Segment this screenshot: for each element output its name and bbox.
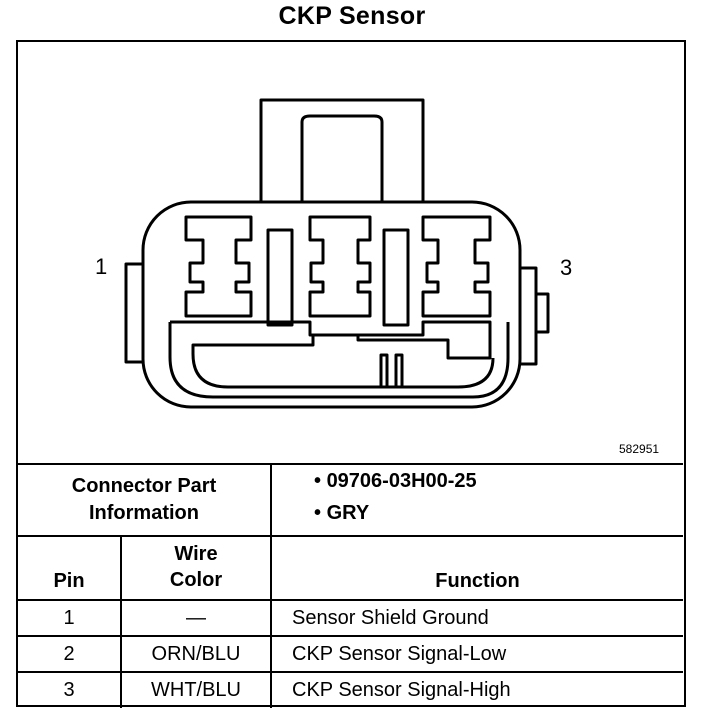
connector-info-item: • 09706-03H00-25 <box>314 470 477 492</box>
right-tab <box>520 266 538 366</box>
lower-channel <box>170 320 495 389</box>
table-header-row: Pin Wire Color Function <box>18 535 683 601</box>
pin-1-label: 1 <box>95 254 108 279</box>
connector-diagram: 1 3 582951 <box>18 42 683 464</box>
table-row: 3 WHT/BLU CKP Sensor Signal-High <box>18 671 683 708</box>
pin-3-label: 3 <box>560 255 573 280</box>
diagram-title: CKP Sensor <box>278 2 426 30</box>
pin-cell: 1 <box>18 599 122 637</box>
connector-info-label: Connector Part Information <box>18 463 272 537</box>
connector-info-row: Connector Part Information • 09706-03H00… <box>18 463 683 537</box>
table-row: 1 — Sensor Shield Ground <box>18 599 683 637</box>
connector-info-label-line1: Connector Part <box>71 475 217 497</box>
separator-2 <box>382 228 410 327</box>
wire-color-cell: WHT/BLU <box>120 671 272 708</box>
pin-cavity-2 <box>308 215 372 318</box>
key-slot-2 <box>394 353 404 389</box>
connector-table: Connector Part Information • 09706-03H00… <box>18 463 683 708</box>
pin-cell: 2 <box>18 635 122 673</box>
key-slot-1 <box>379 353 389 389</box>
pin-cavity-3 <box>421 215 492 318</box>
connector-info-label-line2: Information <box>89 502 199 524</box>
separator-1 <box>266 228 294 327</box>
right-nub <box>536 292 550 334</box>
function-cell: CKP Sensor Signal-High <box>270 671 683 708</box>
wire-color-cell: ORN/BLU <box>120 635 272 673</box>
latch-inner <box>300 114 384 202</box>
connector-drawing <box>124 98 550 409</box>
wire-color-cell: — <box>120 599 272 637</box>
lower-rim <box>168 322 510 399</box>
header-function: Function <box>270 535 683 601</box>
left-tab <box>124 262 143 364</box>
pin-cell: 3 <box>18 671 122 708</box>
connector-info-values: • 09706-03H00-25 • GRY <box>270 463 683 537</box>
function-cell: Sensor Shield Ground <box>270 599 683 637</box>
connector-frame: 1 3 582951 Connector Part Information • … <box>16 40 686 708</box>
latch <box>259 98 425 202</box>
connector-body <box>141 200 522 409</box>
header-pin: Pin <box>18 535 122 601</box>
pin-cavity-1 <box>184 215 253 318</box>
header-wire-color: Wire Color <box>120 535 272 601</box>
function-cell: CKP Sensor Signal-Low <box>270 635 683 673</box>
table-row: 2 ORN/BLU CKP Sensor Signal-Low <box>18 635 683 673</box>
connector-info-item: • GRY <box>314 502 370 524</box>
reference-number: 582951 <box>619 442 660 456</box>
